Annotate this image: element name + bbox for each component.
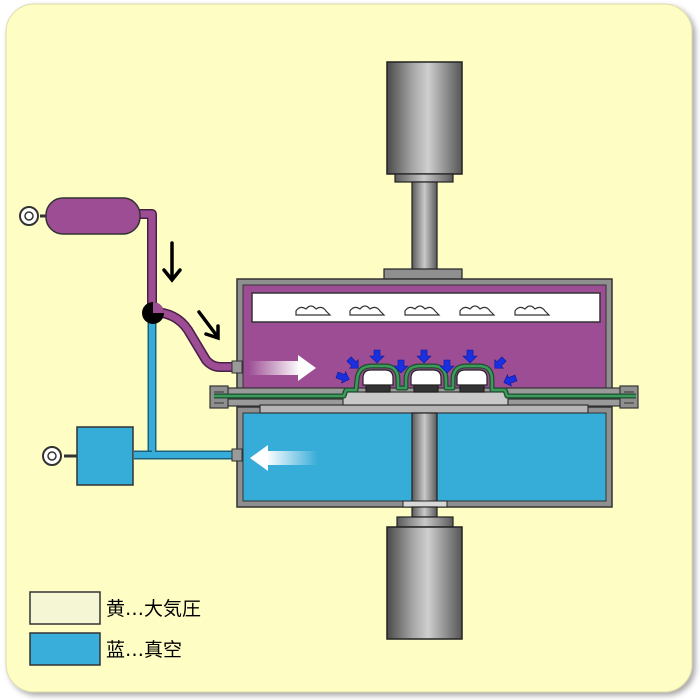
vacuum-outflow-arrow	[250, 445, 318, 471]
pressure-arrows	[335, 349, 518, 387]
legend-blue-swatch	[29, 632, 101, 666]
forming-film-inner	[214, 364, 636, 398]
vacuum-pipes	[134, 312, 238, 460]
molds	[362, 369, 488, 393]
legend-yellow-swatch	[29, 591, 101, 625]
flow-direction-arrows	[162, 241, 220, 341]
switching-valve	[142, 302, 164, 324]
vacuum-tank	[42, 426, 134, 486]
heater-panel	[251, 292, 601, 323]
atmosphere-port	[231, 360, 243, 374]
bottom-cylinder	[386, 412, 463, 640]
legend-yellow-label: 黄…大気圧	[106, 598, 201, 620]
atmosphere-inflow-arrow	[248, 355, 316, 381]
air-tank	[19, 197, 141, 235]
legend-blue-label: 蓝…真空	[106, 639, 182, 661]
legend: 黄…大気圧 蓝…真空	[29, 591, 201, 666]
top-cylinder	[383, 61, 463, 280]
vacuum-port	[231, 448, 243, 462]
